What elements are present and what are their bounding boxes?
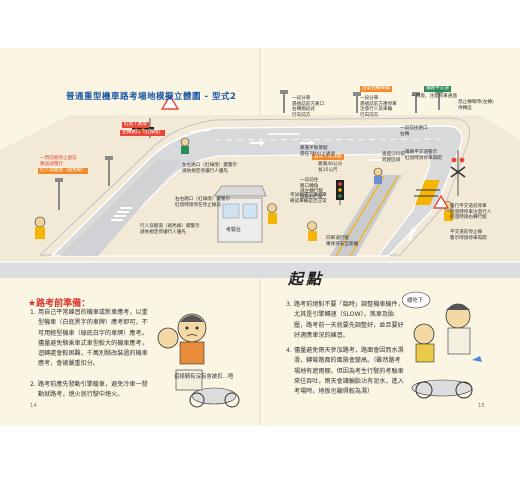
note-item: 1. 用自己平常練習的機車或新車應考，以重型機車（白底黑字的車牌）應考即可，不可… — [30, 308, 148, 370]
label-left-turn-warn: 禁止轉彎時(左轉) 待轉區 — [458, 100, 494, 111]
label-top-mid-note: 一段分車 遇號誌前方應停車 注意行人及車輛 行向前方 — [360, 96, 397, 118]
start-label: 起點 — [288, 270, 325, 288]
note-number: 1. — [30, 309, 36, 316]
label-booth: 考驗台 — [226, 227, 242, 233]
bottom-road — [0, 262, 520, 278]
page-number-left: 14 — [30, 403, 37, 409]
crosswalk — [111, 207, 132, 221]
course-map — [0, 89, 520, 278]
warning-sign-icon — [160, 94, 450, 209]
label-straight-note2: 路寬平衡駕駛 需在7秒以上通過 — [300, 146, 336, 157]
label-red-light: 紅燈 / 黃燈 — [122, 122, 149, 128]
label-right-intersection: 左右路口（紅綠燈）變警示 請依規定停讓行人優先 — [182, 163, 238, 174]
label-speed-note: 速度(20)前 跨越區域 — [382, 152, 406, 163]
page-number-right: 15 — [478, 403, 485, 409]
label-railroad-stop: 平交道前停止線 警示時請停車再開 — [450, 230, 487, 241]
traffic-light-icon — [336, 180, 344, 205]
note-text: 路考前絕對不要「臨時」調整機車機件，尤其是引擎轉速（SLOW），煞車及胎壓，路考… — [294, 301, 404, 339]
note-text: 儘量避免雨天參加路考，路面會因而水濕滑，轉彎路面的風險會變高。（雖然路考場地有遮… — [294, 347, 404, 396]
label-ped-sign-note: 一閃前端停止處前 應減速慢行 — [40, 156, 77, 167]
speech-bubble-right: 緩吃下 — [407, 298, 424, 304]
note-text: 用自己平常練習的機車或新車應考，以重型機車（白底黑字的車牌）應考即可，不可用輕型… — [38, 309, 148, 368]
label-turn-right-note: 一段前往路口 右轉 — [400, 126, 428, 137]
rider-icon — [373, 167, 383, 184]
label-top-left-note: 一段分車 遇號誌前方路口 右轉兩段式 行向前方 — [292, 96, 325, 118]
railroad-crossing — [414, 180, 440, 205]
label-top-mid-sign: 注意右轉車輛 — [360, 86, 392, 92]
note-number: 2. — [30, 381, 36, 388]
rider-icon — [180, 137, 190, 154]
label-ped-note: 行人穿越道（斑馬線）變警示 請依規定停讓行人優先 — [140, 224, 200, 235]
label-straight-note: 路寬40公分 長15公尺 — [318, 162, 343, 173]
label-merge-note: 一段前往 路口轉角 請左轉行駛 請靠右行駛 — [300, 178, 323, 200]
label-railroad-warn: 鐵路平交道警示 紅燈時須停車再開 — [405, 150, 442, 161]
note-text: 路考前應先發動引擎暖車，避免冷車一發動就路考，熄火就行駛中熄火。 — [38, 381, 148, 399]
label-last-note: 繞行平交道前停車 經過時停車注意行人 經過時請右轉行駛 — [450, 204, 492, 221]
mechanic-illustration — [402, 291, 482, 399]
label-booth-note: 考試規定前應停車 確認車輛是否正常 — [290, 193, 327, 204]
nervous-rider-illustration — [157, 313, 240, 408]
section-heading: ★路考前準備： — [28, 299, 91, 309]
note-number: 3. — [286, 301, 292, 308]
note-item: 4. 儘量避免雨天參加路考，路面會因而水濕滑，轉彎路面的風險會變高。（雖然路考場… — [286, 346, 404, 397]
note-number: 4. — [286, 347, 292, 354]
note-item: 2. 路考前應先發動引擎暖車，避免冷車一發動就路考，熄火就行駛中熄火。 — [30, 380, 148, 401]
speech-bubble-left: 這樣騎有沒有會被扣…唔 — [174, 374, 234, 380]
exam-booth-icon — [213, 185, 267, 243]
label-railroad-sign: 鐵路平交道 — [424, 86, 451, 92]
label-straight-sign: 直線平衡駕駛 — [312, 154, 344, 160]
label-railroad-note: 一閃燈，注意列車通過 — [411, 94, 457, 99]
label-right-intersection-note: 右右路口（紅綠燈）變警示 紅燈時請停在停止線前 — [175, 197, 231, 208]
label-ped-sign: 行人穿越道（斑馬線） — [38, 168, 88, 174]
railroad-signal-icon — [450, 150, 466, 196]
label-lane-note: 同車道行駛 應保持安全距離 — [326, 236, 359, 247]
label-left-intersection: 左轉路口（紅綠燈） — [120, 130, 166, 136]
note-item: 3. 路考前絕對不要「臨時」調整機車機件，尤其是引擎轉速（SLOW），煞車及胎壓… — [286, 300, 404, 341]
page-title: 普通重型機車路考場地模擬立體圖 - 型式2 — [66, 92, 237, 102]
